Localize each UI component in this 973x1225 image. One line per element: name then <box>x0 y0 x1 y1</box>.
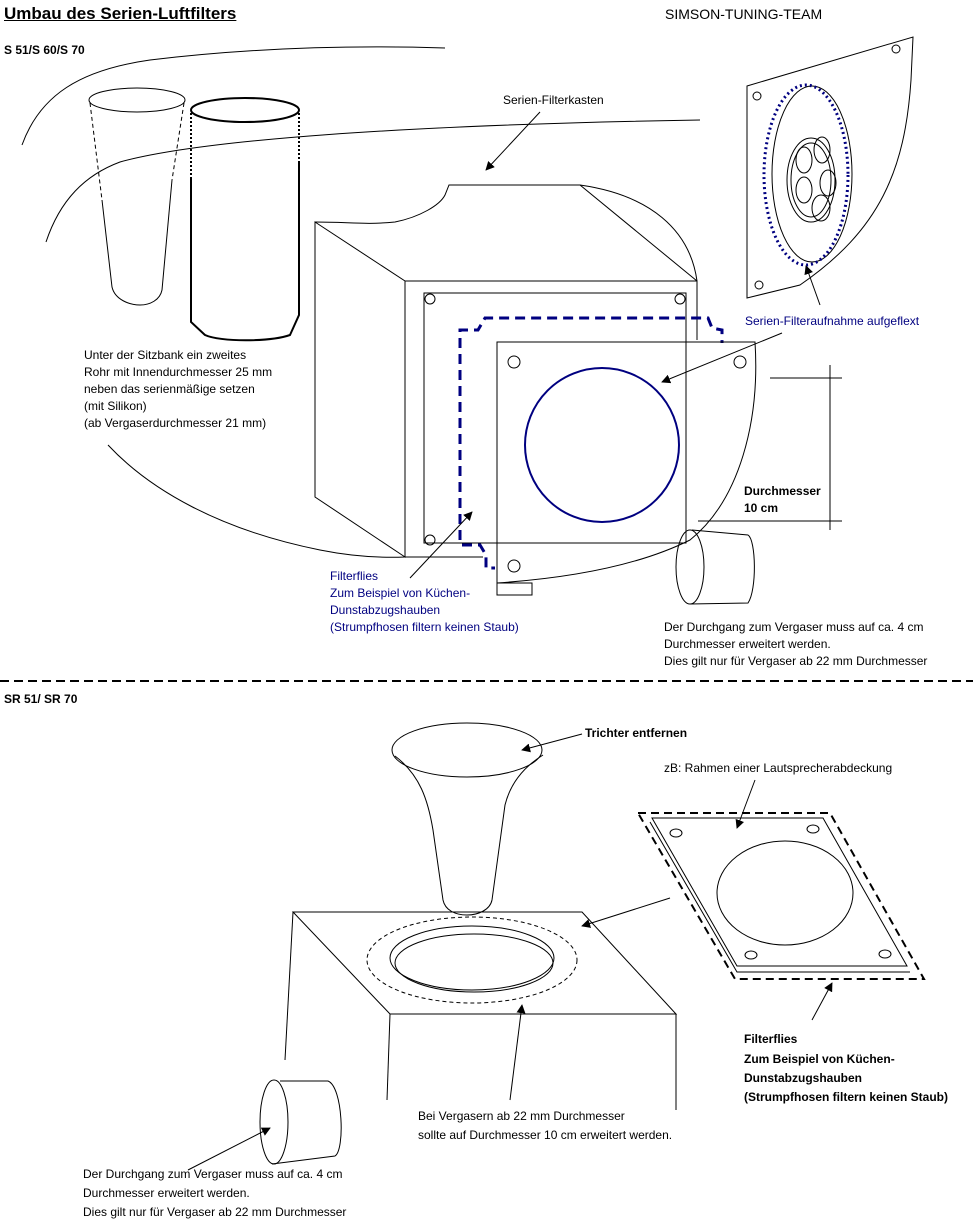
label-trichter: Trichter entfernen <box>585 726 688 740</box>
front-plate <box>496 341 757 596</box>
durchgang-line: Durchmesser erweitert werden. <box>664 637 831 651</box>
series-tube <box>190 97 300 342</box>
diameter-dimension <box>698 365 842 530</box>
note-rohr-line: Unter der Sitzbank ein zweites <box>84 348 247 362</box>
diameter-label-line: Durchmesser <box>744 484 821 498</box>
note-rohr-line: (mit Silikon) <box>84 399 147 413</box>
filter-box <box>314 184 698 558</box>
section2-heading: SR 51/ SR 70 <box>4 692 78 706</box>
leader-arrows-section2 <box>187 733 833 1171</box>
durchgang-line: Dies gilt nur für Vergaser ab 22 mm Durc… <box>83 1205 347 1219</box>
plate-opening <box>524 367 680 523</box>
note-rohr-line: neben das serienmäßige setzen <box>84 382 255 396</box>
diameter-label-line: 10 cm <box>744 501 779 515</box>
durchgang-line: Der Durchgang zum Vergaser muss auf ca. … <box>83 1167 343 1181</box>
filterflies-line: Dunstabzugshauben <box>330 603 441 617</box>
durchgang-line: Durchmesser erweitert werden. <box>83 1186 250 1200</box>
funnel <box>391 722 544 916</box>
filter-fleece-outline <box>458 316 724 570</box>
speaker-frame <box>649 817 910 973</box>
durchgang-line: Dies gilt nur für Vergaser ab 22 mm Durc… <box>664 654 928 668</box>
fleece-outline <box>636 812 926 980</box>
note-rohr-line: (ab Vergaserdurchmesser 21 mm) <box>84 416 267 430</box>
intake-box <box>284 911 678 1110</box>
carb-connector <box>675 529 755 605</box>
section1-heading: S 51/S 60/S 70 <box>4 43 85 57</box>
filterflies-line: Zum Beispiel von Küchen- <box>330 586 471 600</box>
seat-outline <box>21 46 701 558</box>
filterflies-line: (Strumpfhosen filtern keinen Staub) <box>330 620 519 634</box>
team-name: SIMSON-TUNING-TEAM <box>665 6 823 22</box>
filterflies-line: Dunstabzugshauben <box>744 1071 863 1085</box>
durchgang-line: Der Durchgang zum Vergaser muss auf ca. … <box>664 620 924 634</box>
label-filteraufnahme: Serien-Filteraufnahme aufgeflext <box>745 314 920 328</box>
vergaser-line: sollte auf Durchmesser 10 cm erweitert w… <box>418 1128 673 1142</box>
leader-arrows-section1 <box>409 111 821 579</box>
label-filterkasten: Serien-Filterkasten <box>503 93 604 107</box>
filterflies-line: Filterflies <box>330 569 379 583</box>
filter-mount <box>746 36 914 299</box>
filterflies-line: (Strumpfhosen filtern keinen Staub) <box>744 1090 949 1104</box>
vergaser-line: Bei Vergasern ab 22 mm Durchmesser <box>418 1109 625 1123</box>
label-rahmen: zB: Rahmen einer Lautsprecherabdeckung <box>664 761 893 775</box>
second-tube <box>88 87 186 306</box>
mount-cut-line <box>762 83 850 267</box>
note-rohr-line: Rohr mit Innendurchmesser 25 mm <box>84 365 273 379</box>
filterflies-line: Filterflies <box>744 1032 798 1046</box>
filterflies-line: Zum Beispiel von Küchen- <box>744 1052 895 1066</box>
carb-connector-2 <box>259 1079 342 1165</box>
page-title: Umbau des Serien-Luftfilters <box>4 4 237 23</box>
